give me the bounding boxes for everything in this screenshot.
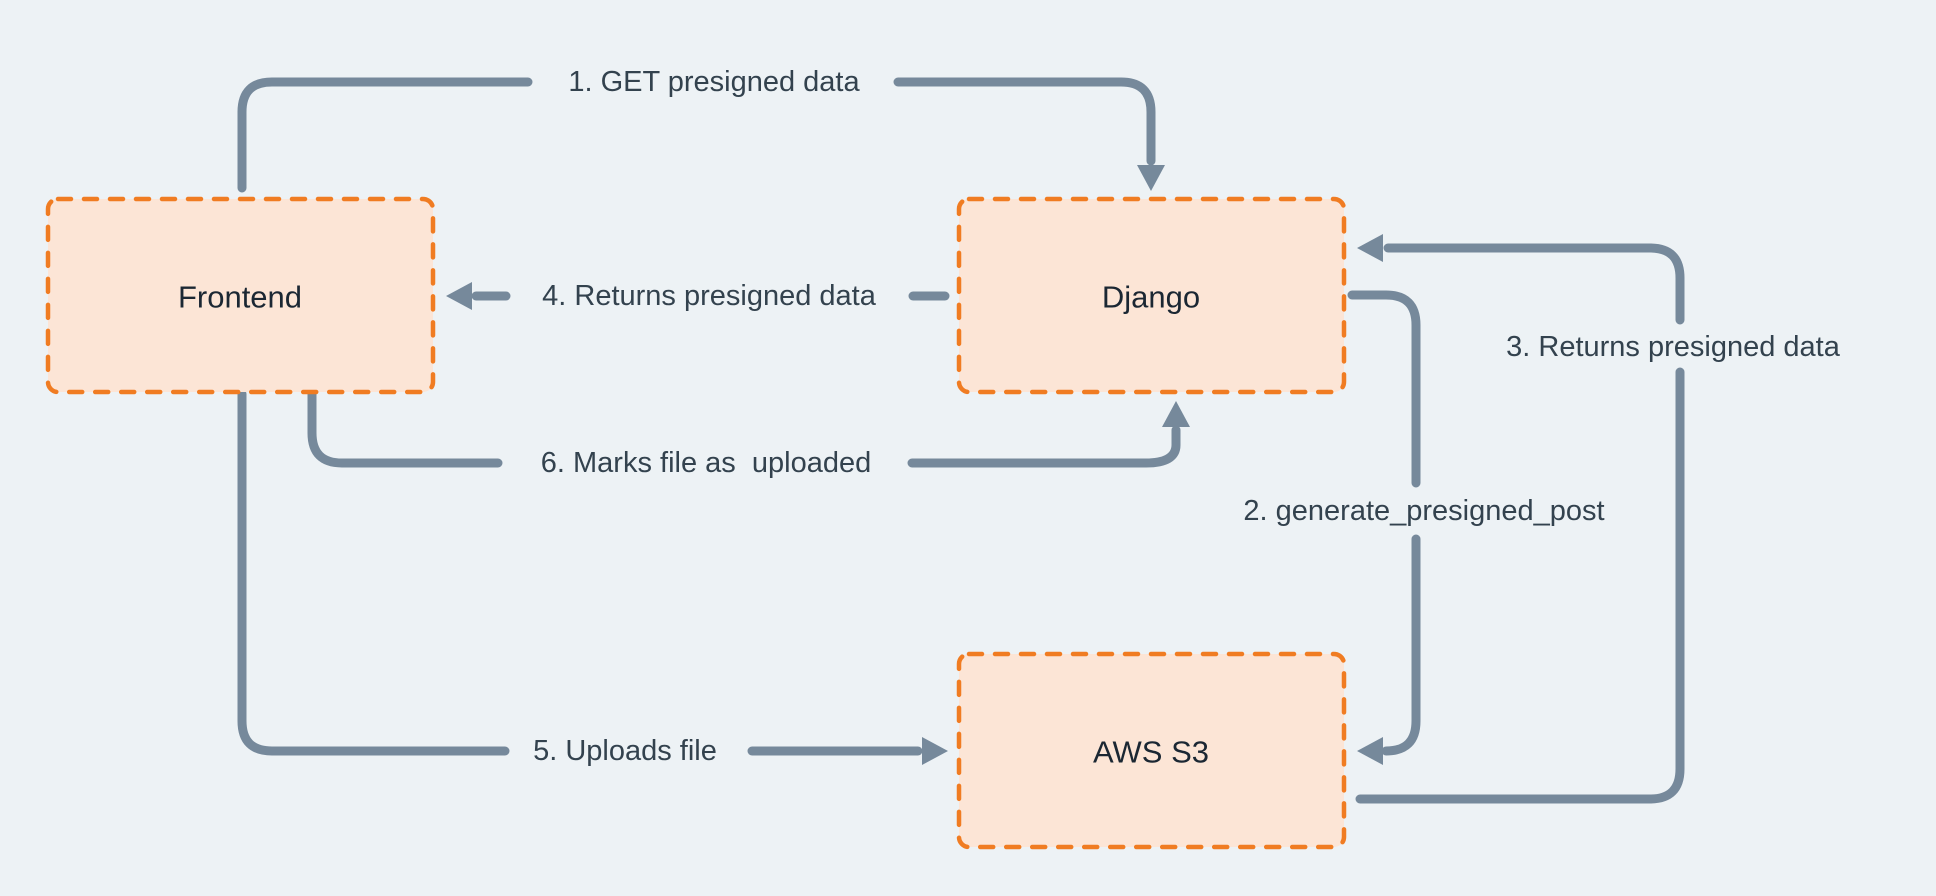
edge-1-label: 1. GET presigned data — [568, 66, 860, 98]
edge-2-line-bottom — [1381, 534, 1421, 756]
edge-2-line-top — [1347, 290, 1421, 488]
edge-5-line-left — [237, 389, 510, 756]
edge-3-label: 3. Returns presigned data — [1506, 331, 1841, 363]
node-django-label: Django — [1102, 280, 1200, 315]
node-frontend-box — [45, 196, 436, 395]
node-django-box — [956, 196, 1347, 395]
edge-3-line-top — [1383, 243, 1685, 325]
edge-4-label: 4. Returns presigned data — [542, 280, 877, 312]
edge-3-arrowhead — [1357, 234, 1383, 262]
node-aws-s3: AWS S3 — [956, 651, 1347, 850]
edge-6-line-left — [307, 389, 503, 468]
edge-5-arrowhead — [922, 737, 948, 765]
edge-4-returns-presigned-data: 4. Returns presigned data — [446, 280, 950, 312]
edge-6-line-right — [907, 425, 1181, 468]
node-django: Django — [956, 196, 1347, 395]
edge-2-generate-presigned-post: 2. generate_presigned_post — [1243, 290, 1605, 765]
edge-1-line-left — [237, 77, 533, 193]
edge-1-line-right — [893, 77, 1156, 166]
node-aws-s3-box — [956, 651, 1347, 850]
edge-4-arrowhead — [446, 282, 472, 310]
node-frontend-label: Frontend — [178, 280, 302, 315]
node-frontend: Frontend — [45, 196, 436, 395]
edge-3-line-bottom — [1355, 367, 1685, 804]
edge-5-uploads-file: 5. Uploads file — [237, 389, 948, 767]
edge-3-returns-presigned-data: 3. Returns presigned data — [1355, 234, 1841, 804]
edge-6-label: 6. Marks file as uploaded — [541, 447, 871, 479]
edge-1-arrowhead — [1137, 165, 1165, 191]
edge-2-arrowhead — [1357, 737, 1383, 765]
node-aws-s3-label: AWS S3 — [1093, 735, 1209, 770]
edge-1-get-presigned-data: 1. GET presigned data — [237, 66, 1165, 193]
edge-5-label: 5. Uploads file — [533, 735, 717, 767]
edge-6-marks-file-uploaded: 6. Marks file as uploaded — [307, 389, 1190, 479]
edge-2-label: 2. generate_presigned_post — [1243, 495, 1604, 527]
edge-6-arrowhead — [1162, 401, 1190, 427]
